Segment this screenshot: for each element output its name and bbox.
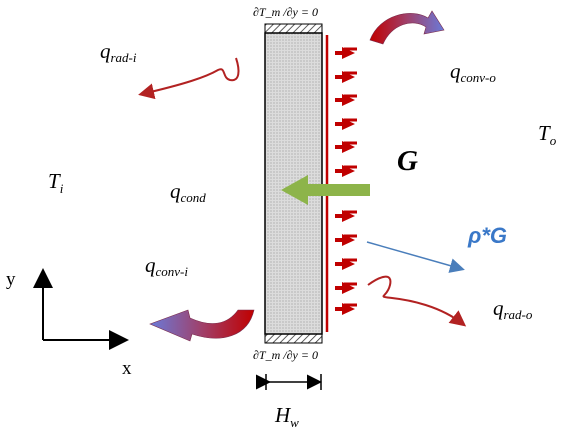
label-H-w: Hw <box>274 403 299 430</box>
red-left-arrow-icon <box>335 141 355 153</box>
red-left-arrow-icon <box>335 47 355 59</box>
red-left-arrow-icon <box>335 71 355 83</box>
boundary-condition-top: ∂T_m /∂y = 0 <box>253 5 318 19</box>
bottom-insulation <box>264 333 323 344</box>
label-q-conv-o: qconv-o <box>450 59 496 85</box>
axis-label-x: x <box>122 358 132 379</box>
label-T-o: To <box>538 121 557 148</box>
label-T-i: Ti <box>48 169 64 196</box>
radiation-in-arrow-icon <box>138 57 240 100</box>
label-q-rad-o: qrad-o <box>493 296 533 322</box>
red-left-arrow-icon <box>335 234 355 246</box>
boundary-condition-bottom: ∂T_m /∂y = 0 <box>253 348 318 362</box>
radiation-out-arrow-icon <box>367 275 467 327</box>
solar-radiation-arrows <box>335 47 355 315</box>
red-left-arrow-icon <box>335 282 355 294</box>
label-rho-G: ρ*G <box>467 223 507 248</box>
convection-out-arrow-icon <box>369 10 445 45</box>
red-left-arrow-icon <box>335 94 355 106</box>
red-left-arrow-icon <box>335 165 355 177</box>
label-q-rad-i: qrad-i <box>100 39 137 65</box>
reflection-arrow-icon <box>366 241 465 273</box>
red-left-arrow-icon <box>335 258 355 270</box>
label-G: G <box>397 145 418 177</box>
top-insulation <box>264 23 323 34</box>
conduction-arrow-icon <box>281 175 370 205</box>
label-q-cond: qcond <box>170 179 206 205</box>
red-left-arrow-icon <box>335 210 355 222</box>
red-left-arrow-icon <box>335 118 355 130</box>
solar-radiation-arrows-shafts <box>344 47 357 307</box>
axis-label-y: y <box>6 269 16 290</box>
red-left-arrow-icon <box>335 303 355 315</box>
label-q-conv-i: qconv-i <box>145 253 188 279</box>
convection-in-arrow-icon <box>149 309 255 342</box>
